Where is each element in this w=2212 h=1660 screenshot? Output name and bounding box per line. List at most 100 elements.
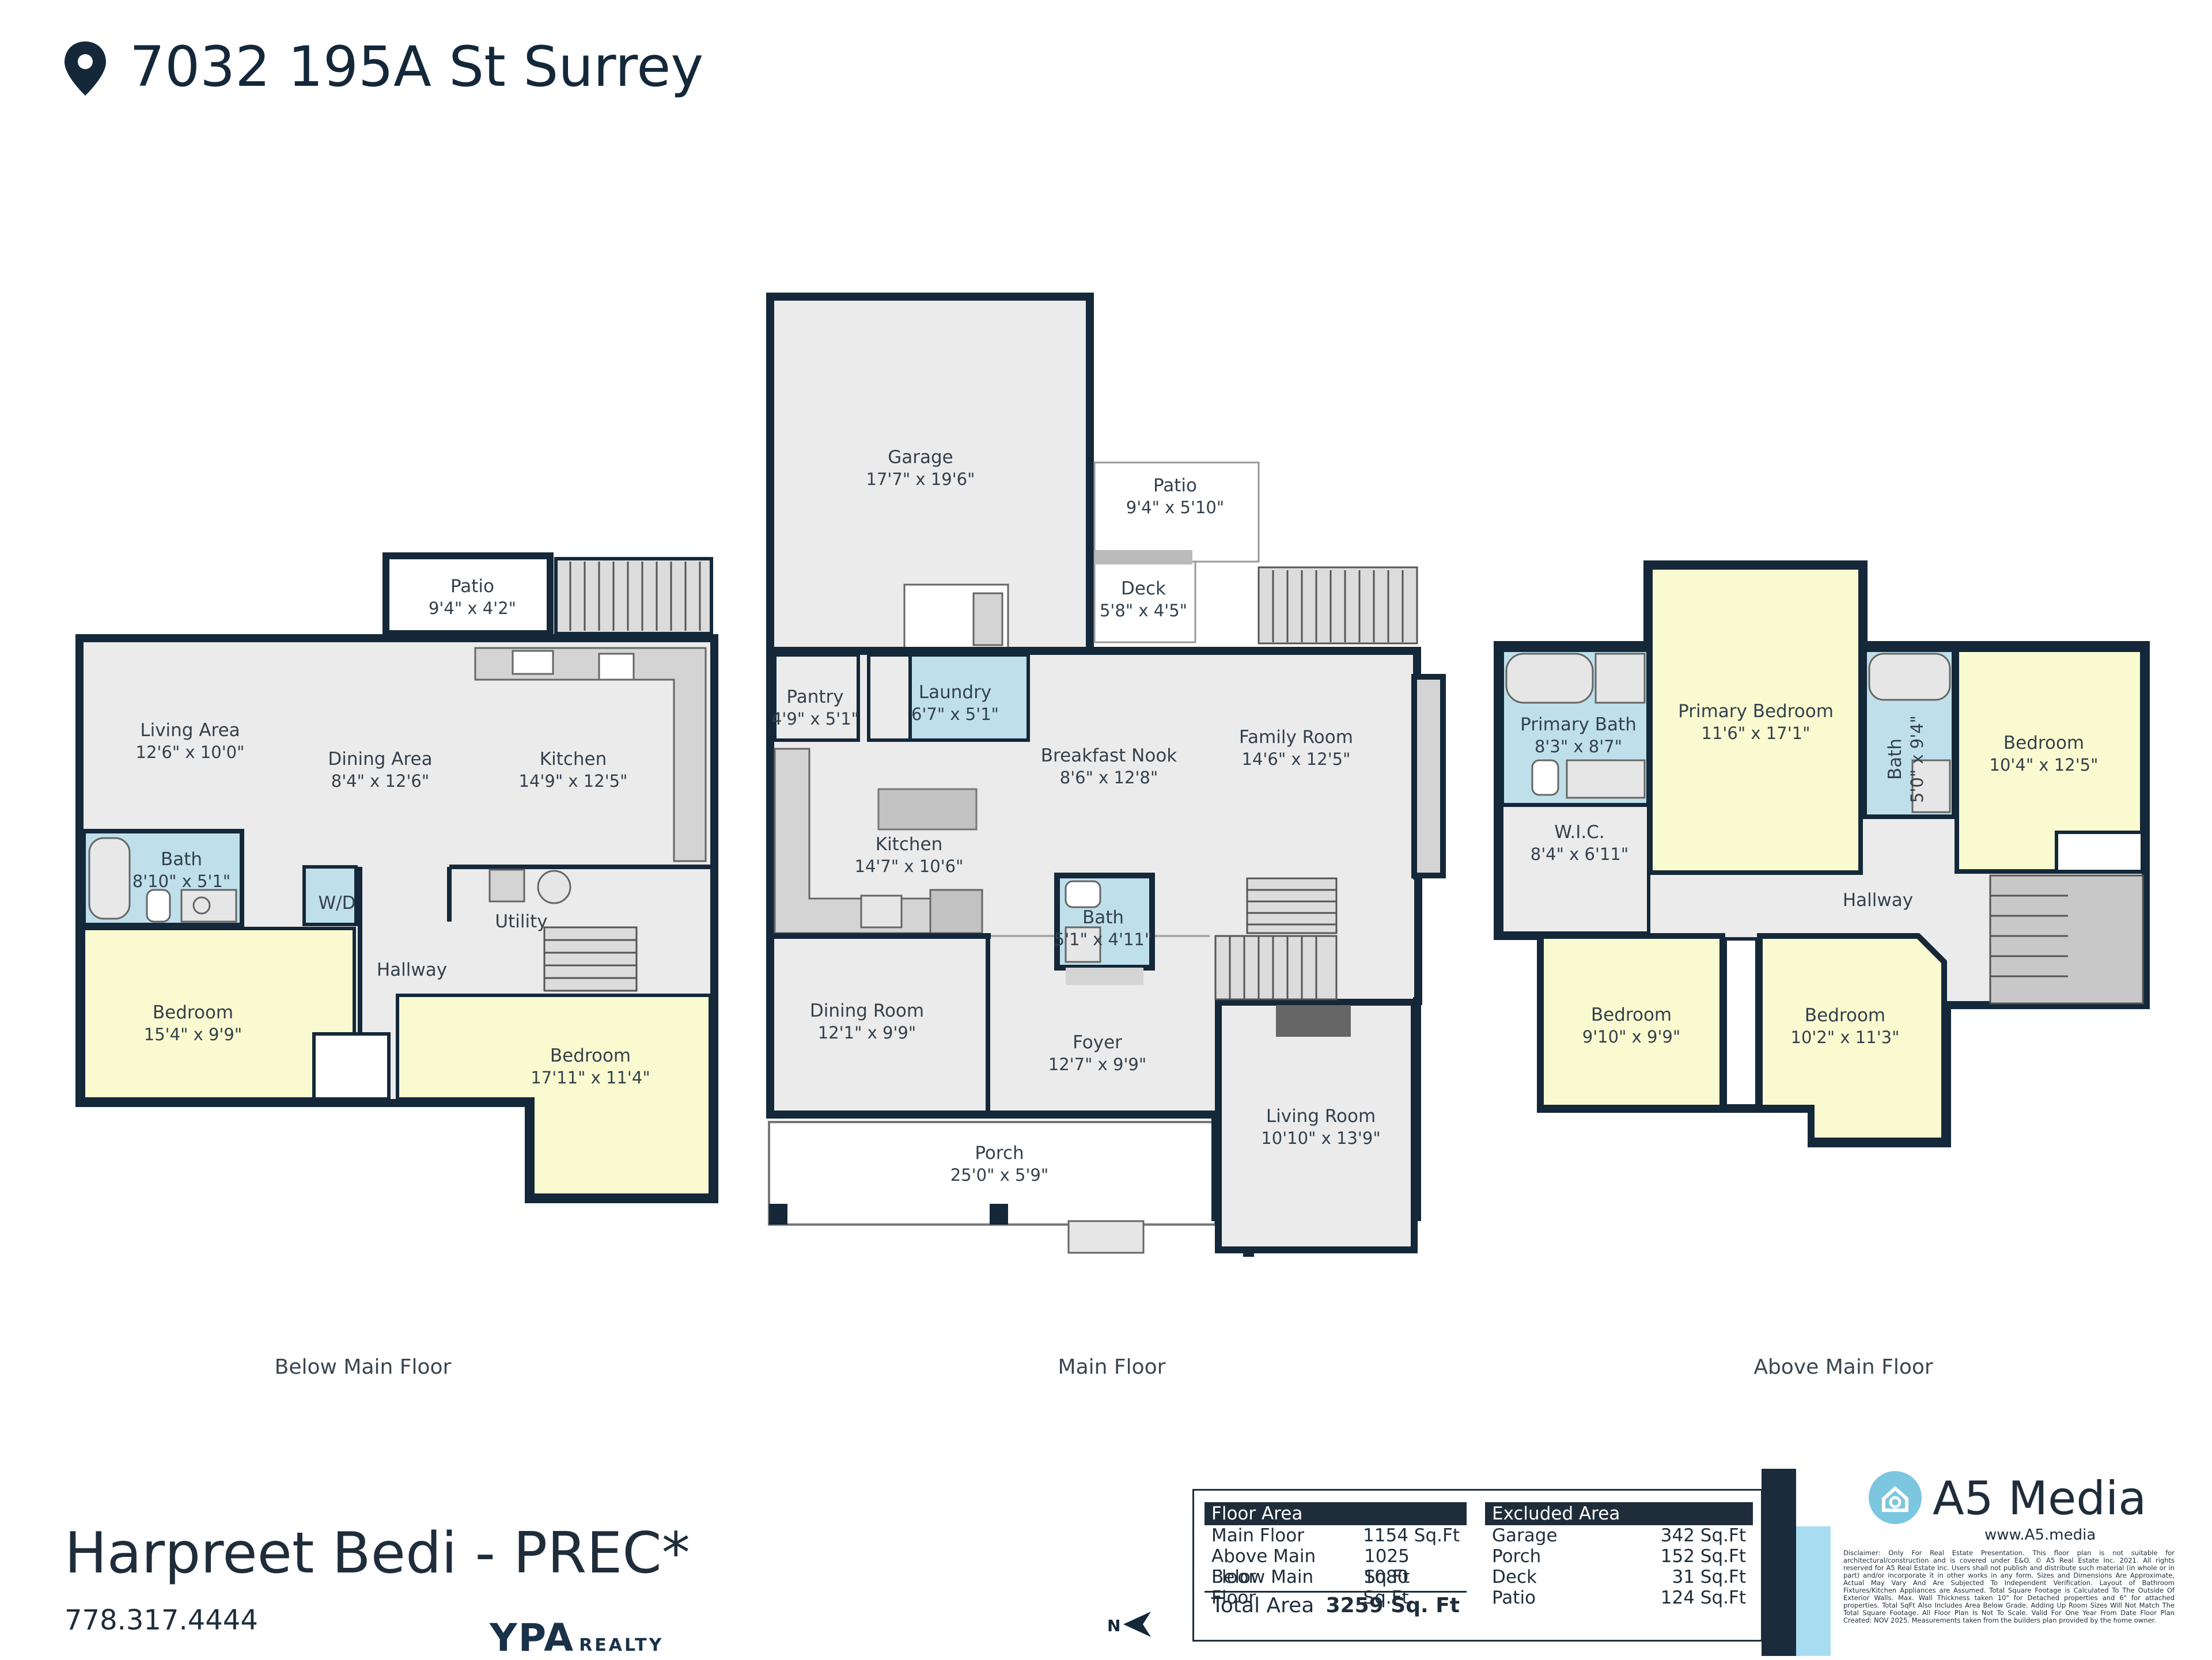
room-dimensions: 8'4" x 6'11" [1531,844,1628,864]
room-name: Bedroom [550,1045,631,1066]
floor-title-above: Above Main Floor [1753,1355,1933,1379]
brokerage-logo-mark: YPA [490,1616,575,1660]
below-main-floor-plan [75,552,718,1203]
room-dimensions: 5'1" x 4'11" [1054,930,1152,949]
room-name: Patio [450,576,494,597]
room-name: Bath [1082,907,1124,928]
camera-house-icon [1869,1471,1922,1524]
total-area-row: Total Area 3259 Sq. Ft [1205,1591,1467,1619]
agent-phone: 778.317.4444 [65,1604,258,1636]
floor-area-section: Floor Area Main Floor 1154 Sq.Ft Above Ma… [1205,1502,1467,1619]
floor-area-value: 1154 Sq.Ft [1363,1525,1460,1546]
floor-area-label: Below Main Floor [1211,1567,1314,1608]
excluded-area-label: Garage [1492,1525,1558,1546]
room-dimensions: 9'4" x 5'10" [1126,498,1224,517]
total-area-label: Total Area [1211,1594,1315,1617]
room-dimensions: 4'9" x 5'1" [771,709,859,729]
total-area-value: 3259 Sq. Ft [1325,1594,1460,1617]
above-main-floor-plan [1494,560,2150,1147]
brokerage-logo-sub: REALTY [579,1635,664,1655]
excluded-area-header: Excluded Area [1485,1502,1753,1525]
room-dimensions: 25'0" x 5'9" [950,1165,1048,1185]
room-dimensions: 15'4" x 9'9" [144,1025,242,1044]
room-dimensions: 8'10" x 5'1" [132,871,230,891]
room-dimensions: 9'4" x 4'2" [429,598,516,618]
floor-title-below: Below Main Floor [275,1355,452,1379]
room-name: Breakfast Nook [1041,745,1177,766]
above-main-floor-labels: Primary Bath 8'3" x 8'7" Primary Bedroom11… [1520,701,2098,1047]
room-name: Dining Room [810,1000,924,1021]
room-name: Primary Bath [1520,714,1637,735]
room-name: Bath [161,849,202,870]
excluded-area-value: 342 Sq.Ft [1660,1525,1746,1546]
room-label: Hallway [1843,890,1913,911]
room-name: Utility [495,911,547,932]
room-dimensions: 8'6" x 12'8" [1060,768,1158,787]
floor-area-value: 1080 Sq.Ft [1363,1567,1409,1608]
floor-area-value: 1025 Sq.Ft [1364,1546,1410,1587]
north-arrow-icon: N [1107,1612,1151,1637]
room-name: W/D [319,893,356,914]
room-name: Bath [1885,738,1906,780]
room-dimensions: 14'6" x 12'5" [1242,749,1351,769]
room-name: Porch [975,1143,1024,1163]
room-dimensions: 14'7" x 10'6" [855,856,964,876]
company-url: www.A5.media [1984,1526,2096,1544]
room-label: W/D [319,893,356,914]
room-dimensions: 17'7" x 19'6" [866,469,975,489]
room-name: Living Area [140,720,240,741]
excluded-area-value: 124 Sq.Ft [1660,1587,1746,1608]
room-dimensions: 5'8" x 4'5" [1100,601,1187,620]
floor-area-label: Main Floor [1211,1525,1304,1546]
room-label: W.I.C.8'4" x 6'11" [1531,822,1628,864]
room-dimensions: 9'10" x 9'9" [1582,1027,1680,1047]
room-name: Deck [1121,578,1166,599]
floor-area-row: Main Floor 1154 Sq.Ft [1205,1525,1467,1546]
room-label: Breakfast Nook 8'6" x 12'8" [1041,745,1177,787]
room-name: Family Room [1239,727,1353,748]
room-name: Kitchen [540,749,607,770]
floor-area-header: Floor Area [1205,1502,1467,1525]
main-floor-plan [766,293,1446,1257]
room-label: Hallway [377,960,447,980]
room-dimensions: 5'0" x 9'4" [1907,715,1927,803]
room-name: Bedroom [1805,1005,1885,1026]
room-dimensions: 10'4" x 12'5" [1990,755,2099,775]
room-dimensions: 14'9" x 12'5" [519,771,628,791]
floor-area-row: Below Main Floor 1080 Sq.Ft [1205,1567,1467,1608]
excluded-area-label: Porch [1492,1546,1541,1567]
room-name: Hallway [1843,890,1913,911]
excluded-area-row: Garage 342 Sq.Ft [1485,1525,1753,1546]
map-pin-icon [65,41,106,96]
property-address: 7032 195A St Surrey [130,35,704,99]
room-label: Primary Bath 8'3" x 8'7" [1520,714,1637,756]
room-dimensions: 8'3" x 8'7" [1535,737,1622,756]
room-dimensions: 12'1" x 9'9" [818,1023,916,1043]
room-name: Kitchen [876,834,943,855]
room-dimensions: 17'11" x 11'4" [531,1068,650,1087]
room-label: Utility [495,911,547,932]
room-label: Bath 5'1" x 4'11" [1054,907,1152,949]
room-name: Primary Bedroom [1678,701,1834,722]
brand-bar-light [1796,1526,1831,1656]
room-name: Hallway [377,960,447,980]
